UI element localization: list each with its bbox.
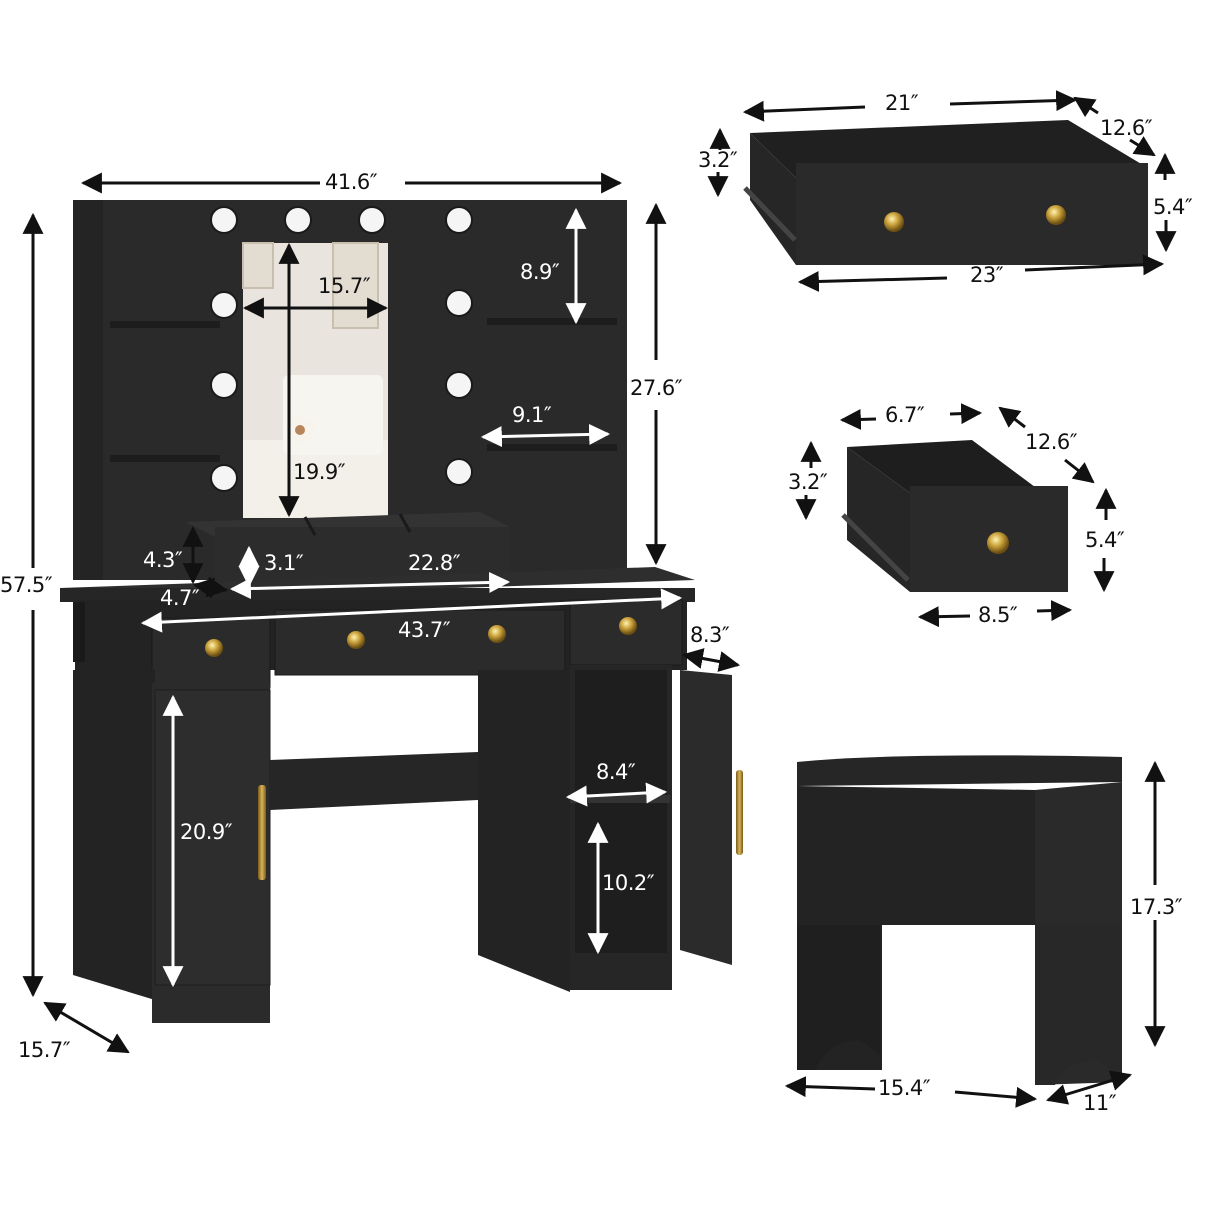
desktop-width-label: 43.7″ <box>398 618 451 642</box>
stool-depth-label: 11″ <box>1083 1091 1117 1115</box>
mirror-height-label: 19.9″ <box>293 460 346 484</box>
organizer-inner-height-label: 3.1″ <box>264 551 304 575</box>
stool-width-label: 15.4″ <box>878 1076 931 1100</box>
large-drawer-illustration <box>743 120 1148 265</box>
small-drawer-front-height-label: 5.4″ <box>1085 528 1125 552</box>
drawer-front-depth-label: 8.3″ <box>690 623 730 647</box>
overall-width-label: 41.6″ <box>325 170 378 194</box>
organizer-height-label: 4.3″ <box>143 548 183 572</box>
shelf-spacing-label: 8.9″ <box>520 260 560 284</box>
large-drawer-depth-label: 12.6″ <box>1100 116 1153 140</box>
mirror-width-label: 15.7″ <box>318 274 371 298</box>
organizer-width-label: 22.8″ <box>408 551 461 575</box>
dimension-lines-white <box>140 207 683 988</box>
dimension-lines <box>22 90 1177 1108</box>
cabinet-lower-height-label: 10.2″ <box>602 871 655 895</box>
cabinet-shelf-width-label: 8.4″ <box>596 760 636 784</box>
small-drawer-inner-height-label: 3.2″ <box>788 470 828 494</box>
small-drawer-front-width-label: 8.5″ <box>978 603 1018 627</box>
vanity-depth-label: 15.7″ <box>18 1038 71 1062</box>
stool-illustration <box>797 755 1122 1085</box>
left-cabinet-height-label: 20.9″ <box>180 820 233 844</box>
overall-height-label: 57.5″ <box>0 573 53 597</box>
large-drawer-inner-width-label: 21″ <box>885 91 919 115</box>
large-drawer-inner-height-label: 3.2″ <box>698 148 738 172</box>
hutch-height-label: 27.6″ <box>630 376 683 400</box>
small-drawer-illustration <box>841 440 1068 592</box>
large-drawer-front-height-label: 5.4″ <box>1153 195 1193 219</box>
large-drawer-front-width-label: 23″ <box>970 263 1004 287</box>
small-drawer-inner-width-label: 6.7″ <box>885 403 925 427</box>
shelf-width-label: 9.1″ <box>512 403 552 427</box>
stool-height-label: 17.3″ <box>1130 895 1183 919</box>
vanity-bulbs <box>210 206 473 492</box>
small-drawer-depth-label: 12.6″ <box>1025 430 1078 454</box>
organizer-depth-label: 4.7″ <box>160 586 200 610</box>
